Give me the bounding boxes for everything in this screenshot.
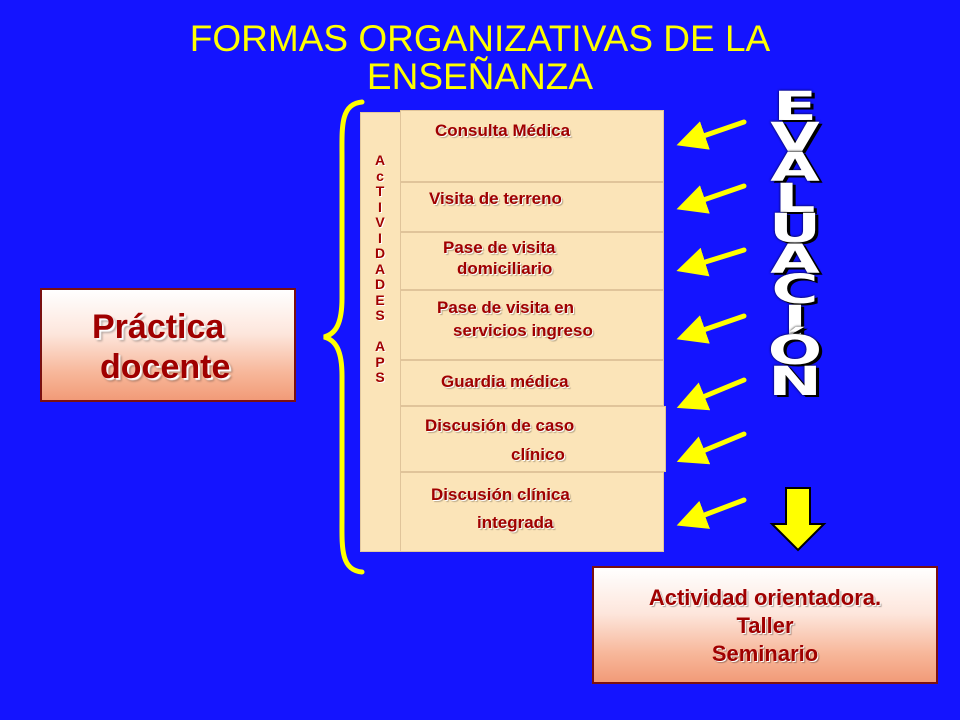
activity-label-2: clínico <box>511 445 565 464</box>
arrow-icon <box>676 377 747 411</box>
actividad-orientadora-box: Actividad orientadora. Taller Seminario <box>592 566 938 684</box>
activity-pase-visita-domiciliario: Pase de visita domiciliario <box>400 232 664 290</box>
evaluacion-letter: N <box>768 358 822 405</box>
docente-label: docente <box>100 348 231 386</box>
activity-pase-visita-servicios: Pase de visita en servicios ingreso <box>400 290 664 360</box>
activity-visita-terreno: Visita de terreno <box>400 182 664 232</box>
activity-label: Pase de visita <box>443 238 556 257</box>
activity-discusion-clinica-integrada: Discusión clínica integrada <box>400 472 664 552</box>
activity-guardia-medica: Guardia médica <box>400 360 664 406</box>
activity-label-2: servicios ingreso <box>453 321 593 340</box>
activity-label-2: domiciliario <box>457 259 553 278</box>
aps-letter <box>361 324 399 340</box>
practica-docente-box: Práctica docente <box>40 288 296 402</box>
seminario-label: Seminario <box>711 641 819 666</box>
evaluacion-letter: L <box>774 175 816 222</box>
evaluacion-letter: I <box>783 297 807 344</box>
aps-letter: A <box>374 260 386 277</box>
page-title-line-1: FORMAS ORGANIZATIVAS DE LA <box>189 18 771 59</box>
evaluacion-letter: A <box>770 145 820 191</box>
evaluacion-letter: V <box>770 114 820 161</box>
aps-letter: I <box>378 198 382 215</box>
aps-letter: P <box>375 353 385 370</box>
arrow-icon <box>676 119 747 150</box>
evaluacion-letter: Ó <box>767 328 823 374</box>
practica-label: Práctica <box>92 308 225 346</box>
arrow-icon <box>676 247 747 277</box>
aps-letter: E <box>375 291 385 308</box>
aps-letter: I <box>378 229 382 246</box>
aps-letter: A <box>374 152 386 168</box>
evaluacion-letter: U <box>769 206 821 252</box>
activity-label: Consulta Médica <box>435 121 571 140</box>
down-arrow-icon <box>769 487 827 552</box>
curly-brace-icon <box>323 99 365 575</box>
aps-letter: c <box>376 167 384 184</box>
activity-consulta-medica: Consulta Médica <box>400 110 664 182</box>
aps-letter: V <box>375 214 385 230</box>
evaluacion-letter: E <box>773 84 817 130</box>
arrow-icon <box>676 313 747 344</box>
activity-discusion-caso: Discusión de caso clínico <box>400 406 666 472</box>
arrow-icon <box>676 183 747 214</box>
aps-letter: T <box>375 183 385 199</box>
page-title-line-2: ENSEÑANZA <box>366 56 594 97</box>
aps-letter: A <box>374 338 386 354</box>
arrow-icon <box>676 431 747 465</box>
orientadora-label: Actividad orientadora. <box>648 585 882 610</box>
activity-label: Discusión de caso <box>425 416 575 435</box>
activity-label: Discusión clínica <box>431 485 570 504</box>
evaluacion-letter: C <box>771 267 819 313</box>
arrow-icon <box>676 497 747 529</box>
aps-letter: D <box>374 276 386 292</box>
activity-label: Visita de terreno <box>429 189 562 208</box>
aps-letter: S <box>375 369 385 385</box>
activity-label: Pase de visita en <box>437 298 575 317</box>
taller-label: Taller <box>736 613 794 638</box>
activity-label: Guardia médica <box>441 372 569 391</box>
aps-letter: D <box>374 245 386 261</box>
activity-label-2: integrada <box>477 513 554 532</box>
aps-letter: S <box>375 307 385 323</box>
evaluacion-letter: A <box>770 236 820 283</box>
